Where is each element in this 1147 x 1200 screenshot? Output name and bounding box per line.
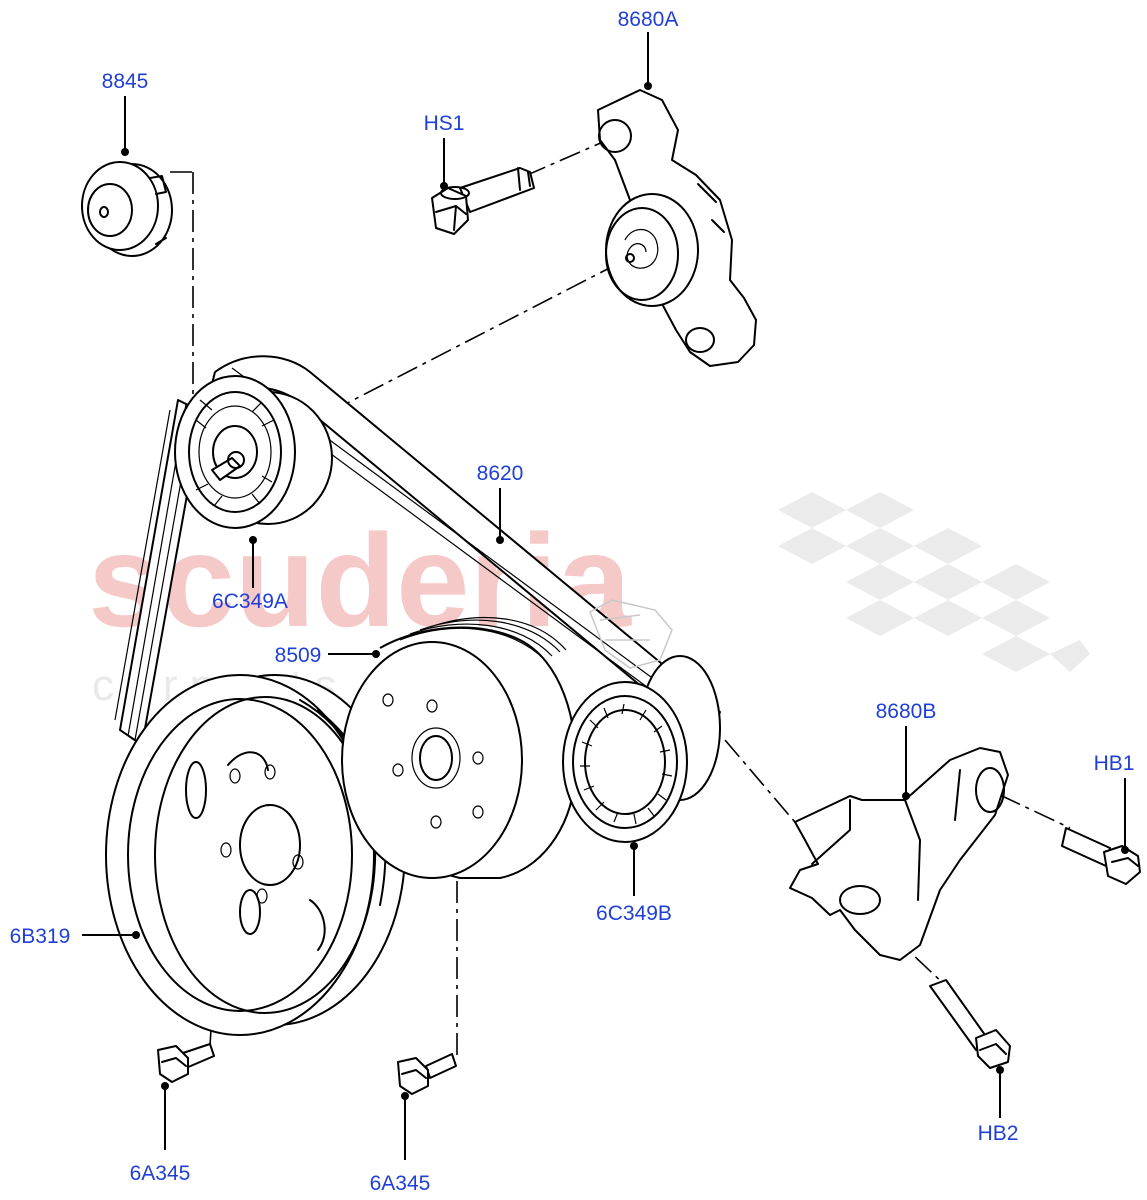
bolt-6A345-left	[157, 1043, 215, 1083]
bolt-HS1	[431, 167, 535, 235]
bracket-8680B	[789, 747, 1009, 961]
callout-8509: 8509	[275, 644, 380, 667]
callout-HB1: HB1	[1094, 752, 1135, 854]
callout-6B319: 6B319	[10, 925, 140, 948]
tensioner-8680A	[597, 89, 757, 367]
label-8509: 8509	[275, 644, 322, 667]
label-8845: 8845	[102, 70, 149, 93]
idler-pulley-6C349B	[562, 655, 721, 843]
callout-8845: 8845	[102, 70, 149, 156]
cap-8845	[81, 161, 173, 257]
crankshaft-damper-6B319	[105, 674, 406, 1036]
bolt-HB2	[929, 979, 1011, 1069]
callout-8620: 8620	[477, 462, 524, 544]
pulley-8509	[341, 617, 577, 879]
label-HS1: HS1	[424, 112, 465, 135]
bolt-HB1	[1061, 827, 1141, 885]
callout-6A345-left: 6A345	[130, 1082, 191, 1185]
bolt-6A345-right	[397, 1053, 457, 1095]
callout-HS1: HS1	[424, 112, 465, 190]
label-6C349A: 6C349A	[212, 590, 288, 613]
callout-8680B: 8680B	[876, 700, 937, 800]
watermark-checker-logo	[778, 492, 1090, 672]
label-6A345-left: 6A345	[130, 1162, 191, 1185]
label-6A345-right: 6A345	[370, 1172, 431, 1195]
background-component-outline	[589, 599, 673, 669]
label-8620: 8620	[477, 462, 524, 485]
callout-6C349A: 6C349A	[212, 536, 288, 613]
callout-6A345-right: 6A345	[370, 1092, 431, 1195]
label-HB2: HB2	[978, 1122, 1019, 1145]
label-6C349B: 6C349B	[596, 902, 672, 925]
callout-8680A: 8680A	[618, 8, 679, 90]
label-8680B: 8680B	[876, 700, 937, 723]
callout-HB2: HB2	[978, 1066, 1019, 1145]
callout-6C349B: 6C349B	[596, 842, 672, 925]
label-8680A: 8680A	[618, 8, 679, 31]
idler-pulley-6C349A	[174, 375, 333, 529]
label-HB1: HB1	[1094, 752, 1135, 775]
label-6B319: 6B319	[10, 925, 71, 948]
